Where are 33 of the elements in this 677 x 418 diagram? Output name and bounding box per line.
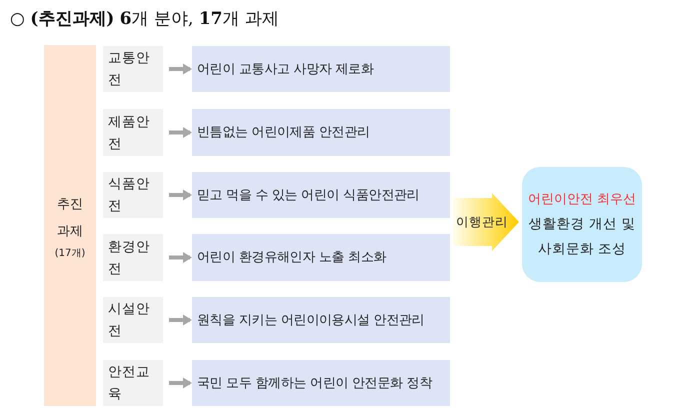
goal-box xyxy=(522,167,642,282)
task-box xyxy=(192,360,450,406)
arrow xyxy=(169,252,192,263)
task-text: 어린이 교통사고 사망자 제로화 xyxy=(197,60,374,78)
count-label: (17개) xyxy=(54,247,86,260)
arrow xyxy=(169,378,192,388)
arrow-label: 이행관리 xyxy=(456,214,508,230)
category-label: 시설안전 xyxy=(108,300,151,341)
category-label: 제품안전 xyxy=(108,112,151,154)
arrow xyxy=(169,127,192,138)
category-label: 교통안전 xyxy=(108,49,151,90)
category-label: 환경안전 xyxy=(108,238,151,278)
task-box xyxy=(192,234,450,281)
category-label: 식품안전 xyxy=(108,175,151,216)
task-box xyxy=(192,109,450,156)
task-text: 어린이 환경유해인자 노출 최소화 xyxy=(197,249,386,267)
task-text: 믿고 먹을 수 있는 어린이 식품안전관리 xyxy=(197,186,420,204)
task-box xyxy=(192,297,450,343)
task-text: 원칙을 지키는 어린이이용시설 안전관리 xyxy=(197,312,424,330)
arrow xyxy=(169,190,192,200)
category-label: 안전교육 xyxy=(108,363,151,404)
task-box xyxy=(192,172,450,218)
task-text: 빈틈없는 어린이제품 안전관리 xyxy=(197,124,370,142)
goal-text: 생활환경 개선 및 사회문화 조성 xyxy=(528,215,636,259)
title: ○ (추진과제) 6개 분야, 17개 과제 xyxy=(10,8,279,30)
arrow xyxy=(169,314,192,326)
task-box xyxy=(192,46,450,92)
side-band xyxy=(44,45,96,406)
task-text: 국민 모두 함께하는 어린이 안전문화 정착 xyxy=(197,374,432,392)
band-label: 추진 과제 xyxy=(56,196,84,241)
goal-heading: 어린이안전 최우선 xyxy=(528,191,636,209)
block-arrow xyxy=(453,193,519,251)
arrow xyxy=(169,64,192,74)
